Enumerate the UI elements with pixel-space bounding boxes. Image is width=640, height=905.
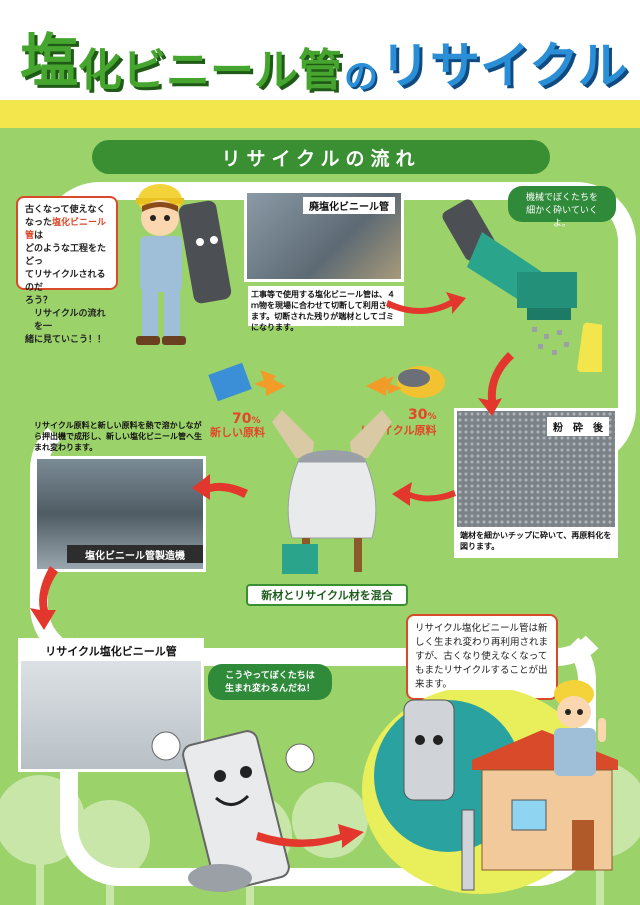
intro-line2: なった塩化ビニール管は: [25, 218, 107, 241]
reborn-line1: こうやってぼくたちは: [225, 671, 315, 681]
title-part1: 塩: [20, 27, 79, 95]
intro-line3: どのような工程をたどっ: [25, 244, 107, 267]
waste-pipe-label: 廃塩化ビニール管: [303, 197, 395, 214]
recycled-pipe-photo: リサイクル塩化ビニール管: [18, 638, 204, 772]
crushed-label: 粉 砕 後: [547, 417, 609, 436]
manufacturing-label: 塩化ビニール管製造機: [67, 545, 203, 563]
crushed-caption: 端材を細かいチップに砕いて、再原料化を図ります。: [457, 527, 615, 555]
waste-pipe-caption: 工事等で使用する塩化ビニール管は、４ｍ物を現場に合わせて切断して利用されます。切…: [248, 286, 404, 332]
crushed-photo: 粉 砕 後 端材を細かいチップに砕いて、再原料化を図ります。: [454, 408, 618, 558]
intro-line5: ろう？: [25, 296, 53, 306]
reborn-line2: 生まれ変わるんだね！: [224, 684, 315, 694]
recycled-pipe-label: リサイクル塩化ビニール管: [21, 641, 201, 661]
intro-bubble: 古くなって使えなく なった塩化ビニール管は どのような工程をたどっ てリサイクル…: [16, 196, 118, 345]
machine-line1: 機械でぼくたちを: [525, 193, 598, 203]
final-bubble: リサイクル塩化ビニール管は新しく生まれ変わり再利用されますが、古くなり使えなくな…: [406, 614, 558, 700]
recycling-scene-icon: [362, 690, 618, 894]
machine-line2: 細かく砕いていくよ。: [526, 206, 598, 229]
crusher-machine-icon: [442, 199, 602, 372]
header-band: [0, 100, 640, 128]
intro-line7: 緒に見ていこう！！: [25, 335, 107, 345]
reborn-bubble: こうやってぼくたちは 生まれ変わるんだね！: [208, 664, 332, 700]
flow-banner: リサイクルの流れ: [92, 140, 550, 174]
worker-character-pointing-icon: [554, 680, 606, 776]
new-material-percent: 70%: [232, 411, 261, 427]
new-material-label: 新しい原料: [210, 426, 265, 439]
intro-line1: 古くなって使えなく: [25, 205, 106, 215]
worker-character-icon: [136, 184, 232, 345]
mix-label: 新材とリサイクル材を混合: [246, 584, 408, 606]
pipe-character-icon: [151, 730, 315, 892]
recycled-material-percent: 30%: [408, 407, 437, 423]
page-title: 塩 化ビニール管 の リサイクル: [20, 18, 630, 98]
title-part4: リサイクル: [380, 37, 628, 95]
mixer-hopper-icon: [272, 410, 392, 574]
waste-pipe-photo: 廃塩化ビニール管: [244, 190, 404, 282]
intro-line6: リサイクルの流れを一: [34, 309, 106, 332]
machine-bubble: 機械でぼくたちを 細かく砕いていくよ。: [508, 186, 616, 229]
manufacturing-photo: 塩化ビニール管製造機: [34, 456, 206, 572]
manufacturing-caption: リサイクル原料と新しい原料を熱で溶かしながら押出機で成形し、新しい塩化ビニール管…: [34, 421, 202, 452]
title-part2: 化ビニール管: [78, 45, 343, 96]
title-part3: の: [344, 57, 379, 97]
header: [0, 0, 640, 112]
intro-line4: てリサイクルされるのだ: [25, 270, 106, 293]
